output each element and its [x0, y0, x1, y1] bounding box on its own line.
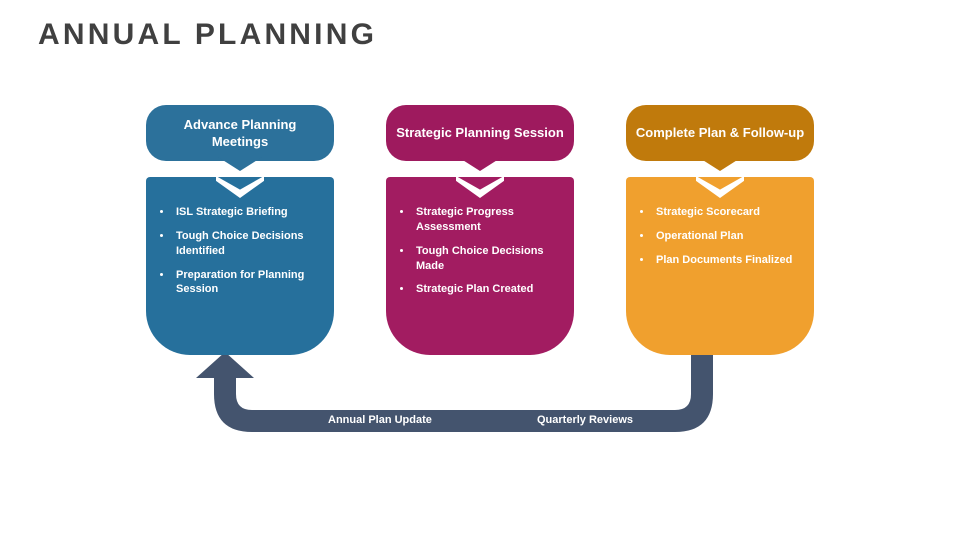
list-item: Strategic Plan Created [392, 282, 562, 297]
bullet-dot-icon [160, 210, 163, 213]
stage-body-advance-planning-meetings: ISL Strategic Briefing Tough Choice Deci… [146, 176, 334, 355]
bullet-dot-icon [640, 233, 643, 237]
bullet-dot-icon [400, 248, 403, 252]
bullet-dot-icon [160, 233, 163, 237]
stage-header-complete-plan-follow-up[interactable]: Complete Plan & Follow-up [626, 105, 814, 161]
list-item-label: Operational Plan [656, 229, 744, 242]
bullet-list-strategic-planning-session: Strategic Progress Assessment Tough Choi… [392, 205, 562, 297]
list-item: Tough Choice Decisions Identified [152, 229, 322, 259]
list-item: Strategic Progress Assessment [392, 205, 562, 235]
bullet-list-complete-plan-follow-up: Strategic Scorecard Operational Plan Pla… [632, 205, 802, 268]
label-annual-plan-update: Annual Plan Update [328, 414, 432, 426]
bullet-dot-icon [400, 287, 403, 291]
list-item: Tough Choice Decisions Made [392, 244, 562, 274]
list-item-label: Strategic Scorecard [656, 206, 760, 218]
bullet-dot-icon [160, 272, 163, 276]
list-item-label: Strategic Plan Created [416, 283, 534, 296]
page-title: ANNUAL PLANNING [38, 18, 378, 51]
list-item-label: Preparation for Planning Session [176, 268, 305, 296]
list-item-label: Strategic Progress Assessment [416, 206, 514, 233]
stage-body-complete-plan-follow-up: Strategic Scorecard Operational Plan Pla… [626, 176, 814, 355]
list-item-label: ISL Strategic Briefing [176, 206, 288, 218]
stage-strategic-planning-session: Strategic Planning Session Strategic Pro… [386, 105, 574, 355]
stage-body-strategic-planning-session: Strategic Progress Assessment Tough Choi… [386, 176, 574, 355]
list-item: Operational Plan [632, 229, 802, 244]
bullet-list-advance-planning-meetings: ISL Strategic Briefing Tough Choice Deci… [152, 205, 322, 297]
stage-header-advance-planning-meetings[interactable]: Advance Planning Meetings [146, 105, 334, 161]
list-item-label: Tough Choice Decisions Identified [176, 229, 304, 257]
chevron-down-icon [216, 176, 264, 198]
label-quarterly-reviews: Quarterly Reviews [537, 414, 633, 426]
chevron-down-icon [456, 176, 504, 198]
stage-header-strategic-planning-session[interactable]: Strategic Planning Session [386, 105, 574, 161]
list-item-label: Plan Documents Finalized [656, 253, 793, 266]
stage-complete-plan-follow-up: Complete Plan & Follow-up Strategic Scor… [626, 105, 814, 355]
stage-advance-planning-meetings: Advance Planning Meetings ISL Strategic … [146, 105, 334, 355]
bullet-dot-icon [640, 257, 643, 261]
list-item: Strategic Scorecard [632, 205, 802, 220]
bullet-dot-icon [640, 210, 643, 213]
list-item: Plan Documents Finalized [632, 253, 802, 268]
list-item: Preparation for Planning Session [152, 268, 322, 298]
list-item: ISL Strategic Briefing [152, 205, 322, 220]
list-item-label: Tough Choice Decisions Made [416, 244, 544, 272]
bullet-dot-icon [400, 210, 403, 213]
chevron-down-icon [696, 176, 744, 198]
